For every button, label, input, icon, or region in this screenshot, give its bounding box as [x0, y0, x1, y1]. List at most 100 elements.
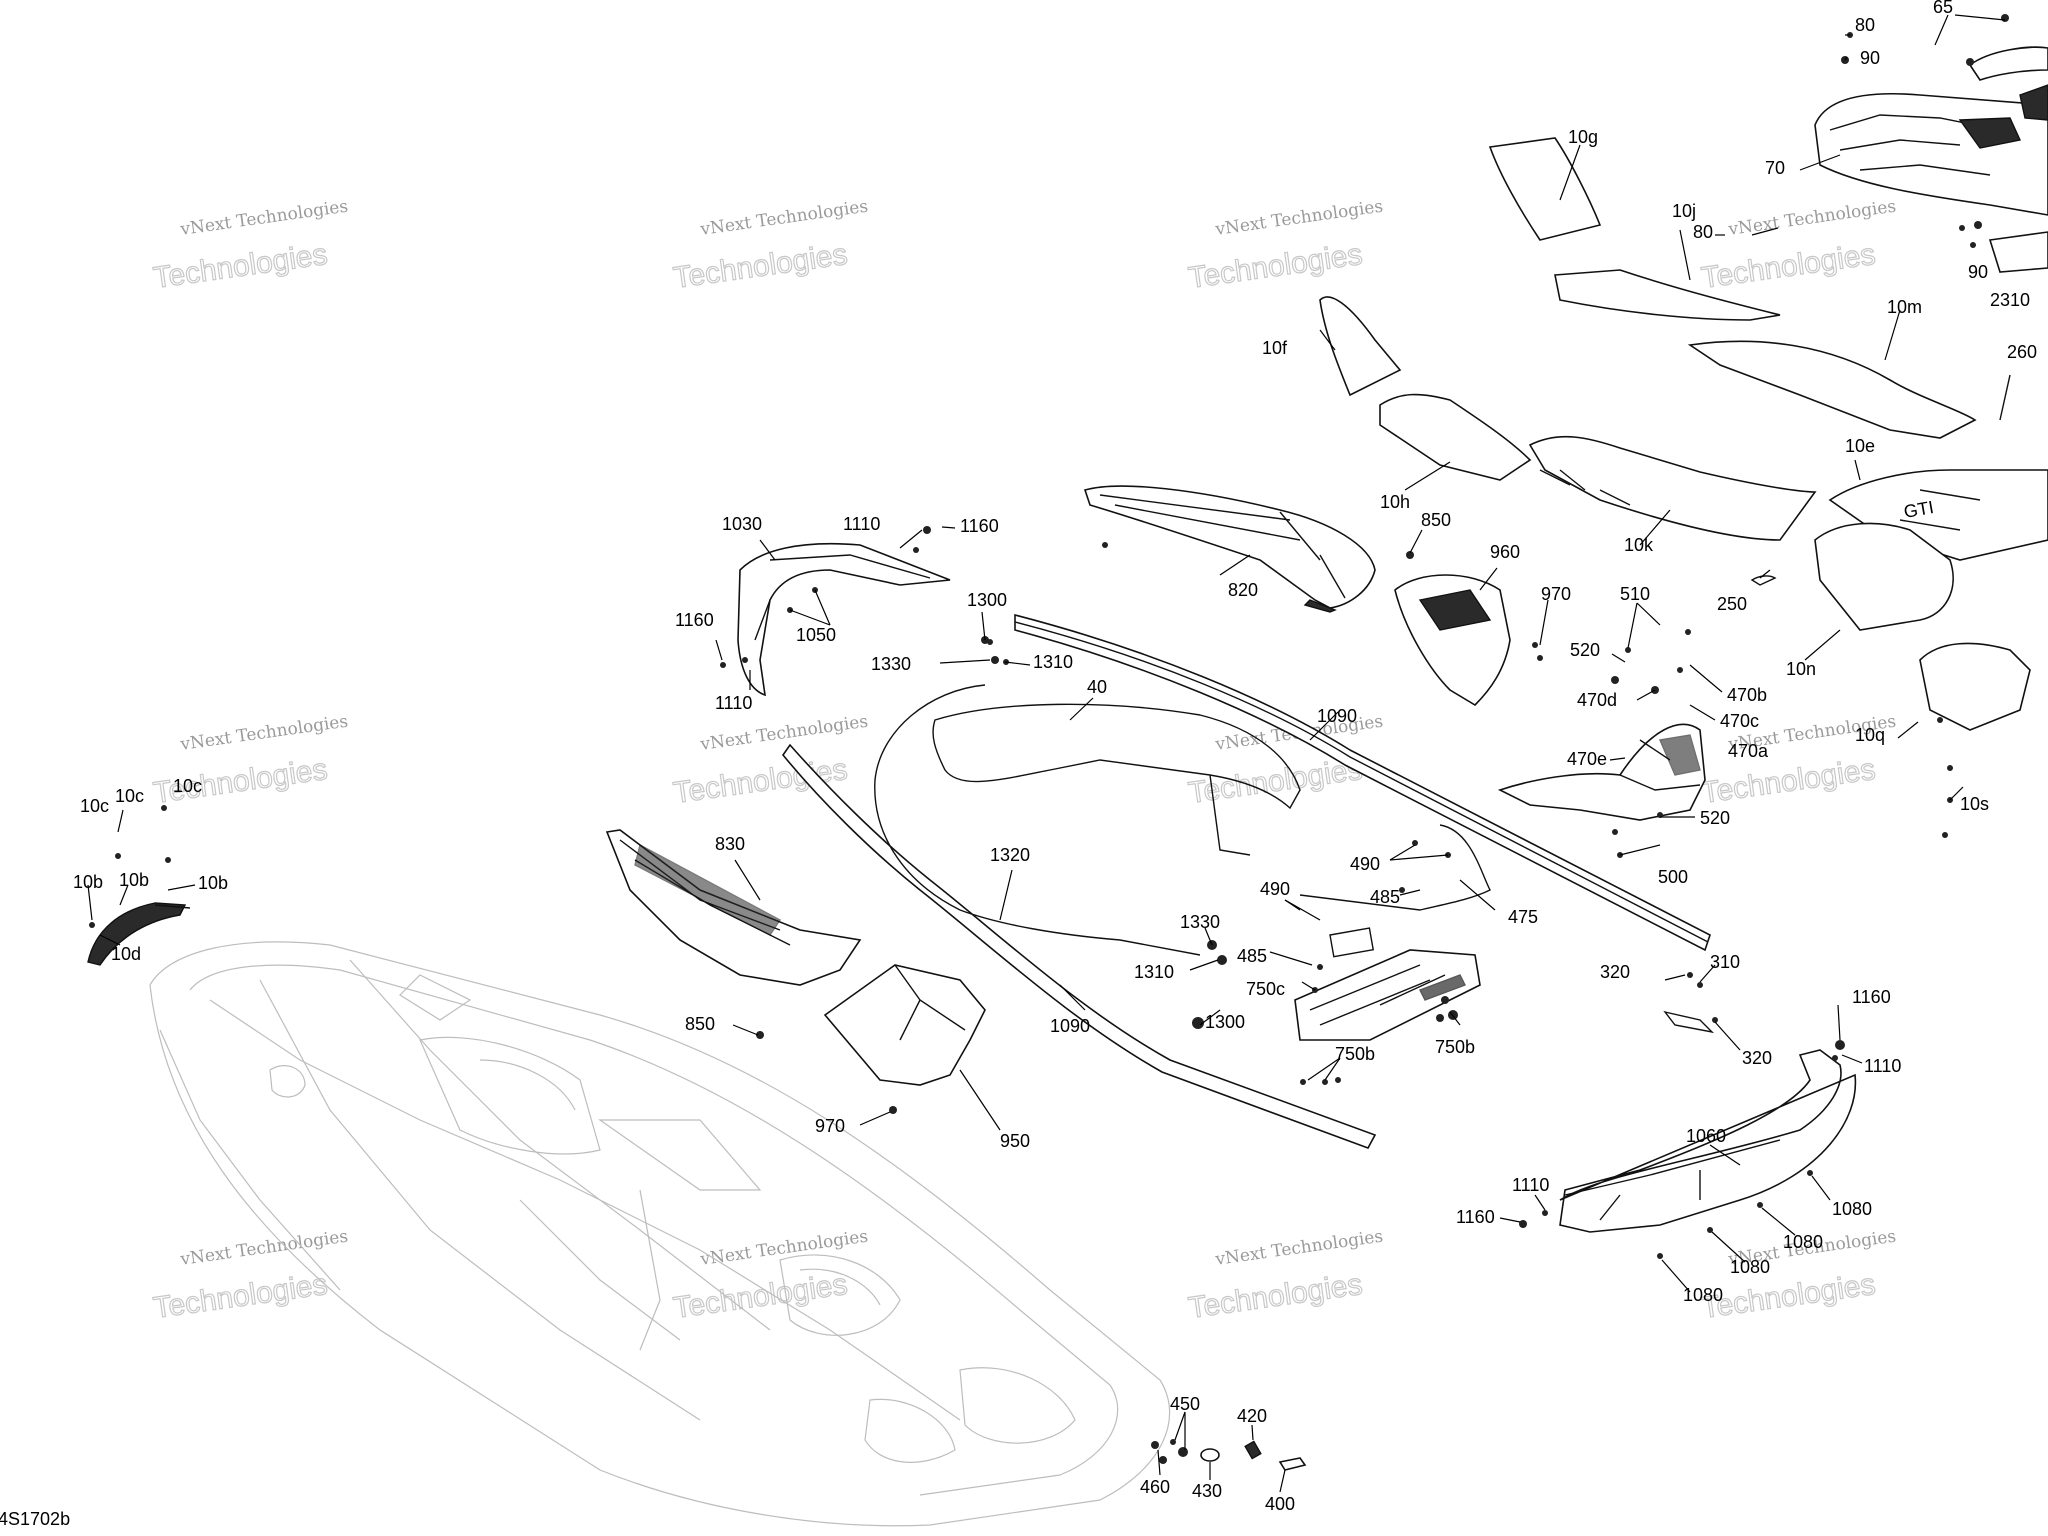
callout-1080: 1080 [1832, 1199, 1872, 1219]
callout-1160: 1160 [1456, 1207, 1495, 1227]
callout-510: 510 [1620, 584, 1650, 604]
callout-470b: 470b [1727, 685, 1767, 705]
callout-10c: 10c [115, 786, 144, 806]
watermark-text-large: Technologies [671, 238, 849, 295]
watermark-text: vNext Technologies [178, 1227, 349, 1270]
callout-470a: 470a [1728, 741, 1769, 761]
bumper-1060 [1559, 1049, 1857, 1233]
callout-850: 850 [685, 1014, 715, 1034]
callout-1300: 1300 [1205, 1012, 1245, 1032]
callout-420: 420 [1237, 1406, 1267, 1426]
callout-10c: 10c [173, 776, 202, 796]
callout-40: 40 [1087, 677, 1107, 697]
callout-320: 320 [1600, 962, 1630, 982]
callout-485: 485 [1370, 887, 1400, 907]
callout-1160: 1160 [675, 610, 714, 630]
callout-400: 400 [1265, 1494, 1295, 1514]
callout-1160: 1160 [1852, 987, 1891, 1007]
watermark-text-large: Technologies [1699, 238, 1877, 295]
callout-90: 90 [1860, 48, 1880, 68]
callout-1050: 1050 [796, 625, 836, 645]
callout-1330: 1330 [871, 654, 911, 674]
callout-320: 320 [1742, 1048, 1772, 1068]
callout-1310: 1310 [1134, 962, 1174, 982]
mat-10e [1828, 469, 2048, 561]
callout-830: 830 [715, 834, 745, 854]
callout-970: 970 [815, 1116, 845, 1136]
mat-10k [1528, 435, 1817, 541]
rear-frame-assembly [1750, 46, 2048, 586]
callout-1090: 1090 [1050, 1016, 1090, 1036]
callout-1110: 1110 [843, 514, 880, 534]
callout-80: 80 [1693, 222, 1713, 242]
callout-70: 70 [1765, 158, 1785, 178]
callout-950: 950 [1000, 1131, 1030, 1151]
callout-10d: 10d [111, 944, 141, 964]
callout-520: 520 [1700, 808, 1730, 828]
callout-970: 970 [1541, 584, 1571, 604]
callout-2310: 2310 [1990, 290, 2030, 310]
callout-850: 850 [1421, 510, 1451, 530]
callout-450: 450 [1170, 1394, 1200, 1414]
callout-490: 490 [1350, 854, 1380, 874]
watermark-text: vNext Technologies [698, 712, 869, 755]
watermark-text: vNext Technologies [698, 197, 869, 240]
callout-1110: 1110 [1864, 1056, 1901, 1076]
callout-65: 65 [1933, 0, 1953, 17]
callout-1320: 1320 [990, 845, 1030, 865]
callout-260: 260 [2007, 342, 2037, 362]
callout-10b: 10b [73, 872, 103, 892]
watermark-text: vNext Technologies [698, 1227, 869, 1270]
leader-lines [87, 14, 2006, 1493]
line-40 [932, 703, 1301, 810]
callout-520: 520 [1570, 640, 1600, 660]
callout-10q: 10q [1855, 725, 1885, 745]
deck-mats: GTI [1319, 137, 2048, 731]
callout-250: 250 [1717, 594, 1747, 614]
watermark-text: vNext Technologies [1213, 1227, 1384, 1270]
callout-labels: 65 80 90 70 80 90 2310 10g 10j 10m 260 1… [73, 0, 2037, 1514]
mat-10q [1919, 642, 2031, 731]
line-475 [1299, 824, 1491, 911]
callout-10h: 10h [1380, 492, 1410, 512]
front-parts [87, 485, 1857, 1233]
callout-310: 310 [1710, 952, 1740, 972]
callout-1030: 1030 [722, 514, 762, 534]
callout-10e: 10e [1845, 436, 1875, 456]
callout-10j: 10j [1672, 201, 1696, 221]
callout-10k: 10k [1624, 535, 1654, 555]
watermark-text: vNext Technologies [178, 197, 349, 240]
callout-1090: 1090 [1317, 706, 1357, 726]
vent-950 [823, 964, 986, 1086]
callout-80: 80 [1855, 15, 1875, 35]
rails-and-lines [781, 613, 1711, 1149]
watermark-text: vNext Technologies [178, 712, 349, 755]
mat-10n [1814, 522, 1954, 631]
grille-820 [1083, 485, 1376, 609]
callout-475: 475 [1508, 907, 1538, 927]
callout-460: 460 [1140, 1477, 1170, 1497]
mat-10m [1687, 340, 1977, 439]
rail-1090-lower [781, 743, 1377, 1149]
watermark-text: vNext Technologies [1726, 197, 1897, 240]
hull-outline [149, 941, 1171, 1527]
callout-750c: 750c [1246, 979, 1285, 999]
callout-10b: 10b [198, 873, 228, 893]
callout-1080: 1080 [1730, 1257, 1770, 1277]
callout-1160: 1160 [960, 516, 999, 536]
callout-10g: 10g [1568, 127, 1598, 147]
callout-470e: 470e [1567, 749, 1607, 769]
watermark-text-large: Technologies [1699, 1268, 1877, 1325]
watermark-text-large: Technologies [1699, 753, 1877, 810]
callout-10s: 10s [1960, 794, 1989, 814]
watermark-text-large: Technologies [671, 1268, 849, 1325]
callout-10f: 10f [1262, 338, 1288, 358]
figure-code: 34S1702b [0, 1509, 70, 1529]
rear-grab-handle-65 [1968, 46, 2048, 81]
watermark-text-large: Technologies [151, 238, 329, 295]
mat-10j [1554, 269, 1781, 321]
mat-10f [1319, 296, 1402, 397]
callout-750b: 750b [1435, 1037, 1475, 1057]
decal-10d [87, 902, 187, 966]
